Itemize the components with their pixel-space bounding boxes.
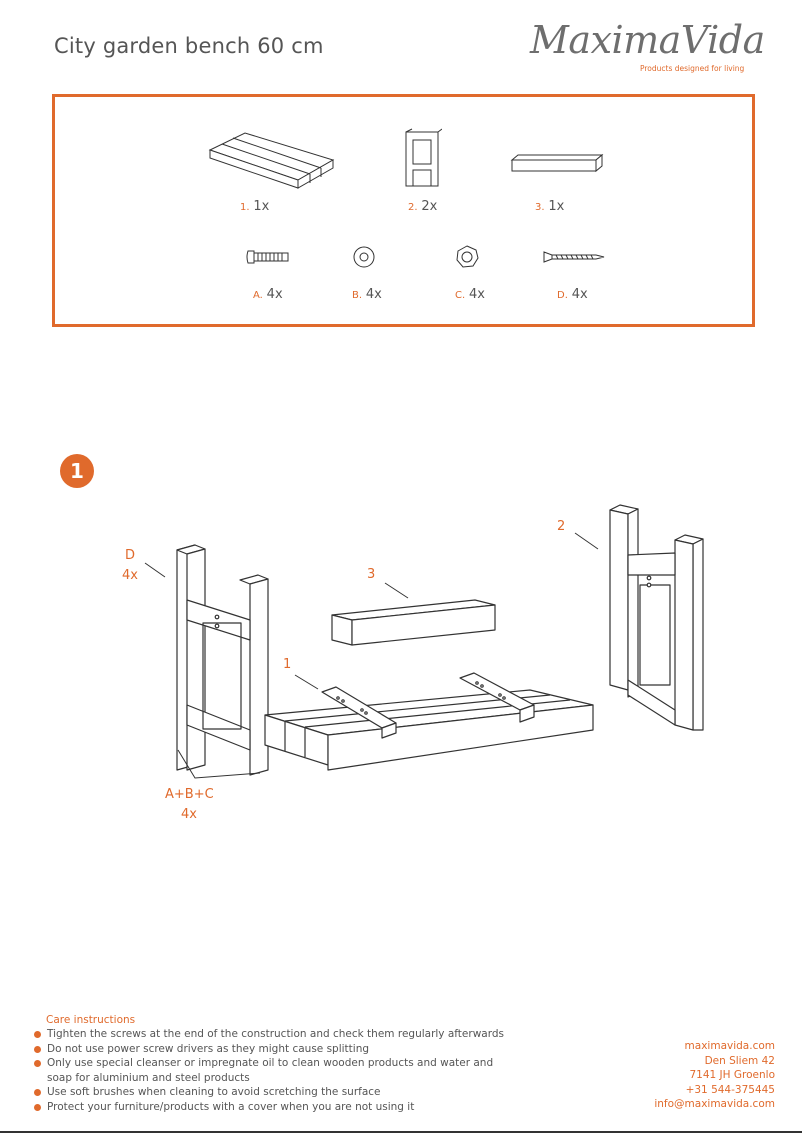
- page-title: City garden bench 60 cm: [54, 34, 324, 58]
- part-label-1: 1. 1x: [240, 199, 270, 214]
- contact-city: 7141 JH Groenlo: [689, 1069, 776, 1081]
- care-instructions-list: Tighten the screws at the end of the con…: [34, 1027, 504, 1114]
- step-number-badge: 1: [60, 454, 94, 488]
- hardware-label-a: A. 4x: [253, 287, 283, 302]
- right-leg-frame: [609, 504, 704, 731]
- contact-email: info@maximavida.com: [654, 1098, 775, 1110]
- screw-icon: [543, 251, 605, 263]
- contact-phone: +31 544-375445: [685, 1083, 775, 1096]
- list-item: soap for aluminium and steel products: [47, 1071, 250, 1084]
- list-item: Use soft brushes when cleaning to avoid …: [34, 1085, 504, 1100]
- callout-abc-qty: 4x: [181, 807, 197, 822]
- contact-street: Den Sliem 42: [704, 1054, 775, 1067]
- hardware-label-c: C. 4x: [455, 287, 485, 302]
- callout-part-2: 2: [557, 519, 566, 534]
- callout-part-1: 1: [283, 657, 292, 672]
- slatted-seat: [264, 672, 594, 771]
- part-label-2: 2. 2x: [408, 199, 438, 214]
- hardware-label-d: D. 4x: [557, 287, 588, 302]
- callout-part-3: 3: [367, 567, 376, 582]
- list-item: Protect your furniture/products with a c…: [34, 1100, 504, 1115]
- list-item: Do not use power screw drivers as they m…: [34, 1042, 504, 1057]
- care-instructions-title: Care instructions: [46, 1014, 136, 1026]
- assembly-diagram: [144, 504, 704, 779]
- beam-icon: [510, 153, 604, 173]
- hardware-label-b: B. 4x: [352, 287, 382, 302]
- bolt-icon: [246, 250, 289, 264]
- washer-icon: [353, 246, 375, 268]
- leg-frame-icon: [405, 128, 442, 187]
- callout-abc-label: A+B+C: [165, 787, 214, 802]
- list-item: Tighten the screws at the end of the con…: [34, 1027, 504, 1042]
- nut-icon: [456, 245, 479, 268]
- brand-tagline: Products designed for living: [640, 64, 745, 73]
- callout-d-label: D: [125, 548, 136, 563]
- bottom-rule: [0, 1131, 802, 1133]
- slatted-seat-icon: [208, 132, 335, 189]
- brand-logo: MaximaVida: [530, 18, 765, 62]
- cross-beam: [331, 599, 496, 646]
- parts-list-box: [52, 94, 755, 327]
- list-item: Only use special cleanser or impregnate …: [34, 1056, 504, 1071]
- contact-block: maximavida.com Den Sliem 42 7141 JH Groe…: [654, 1039, 775, 1112]
- part-label-3: 3. 1x: [535, 199, 565, 214]
- callout-d-qty: 4x: [122, 568, 138, 583]
- contact-website: maximavida.com: [684, 1040, 775, 1052]
